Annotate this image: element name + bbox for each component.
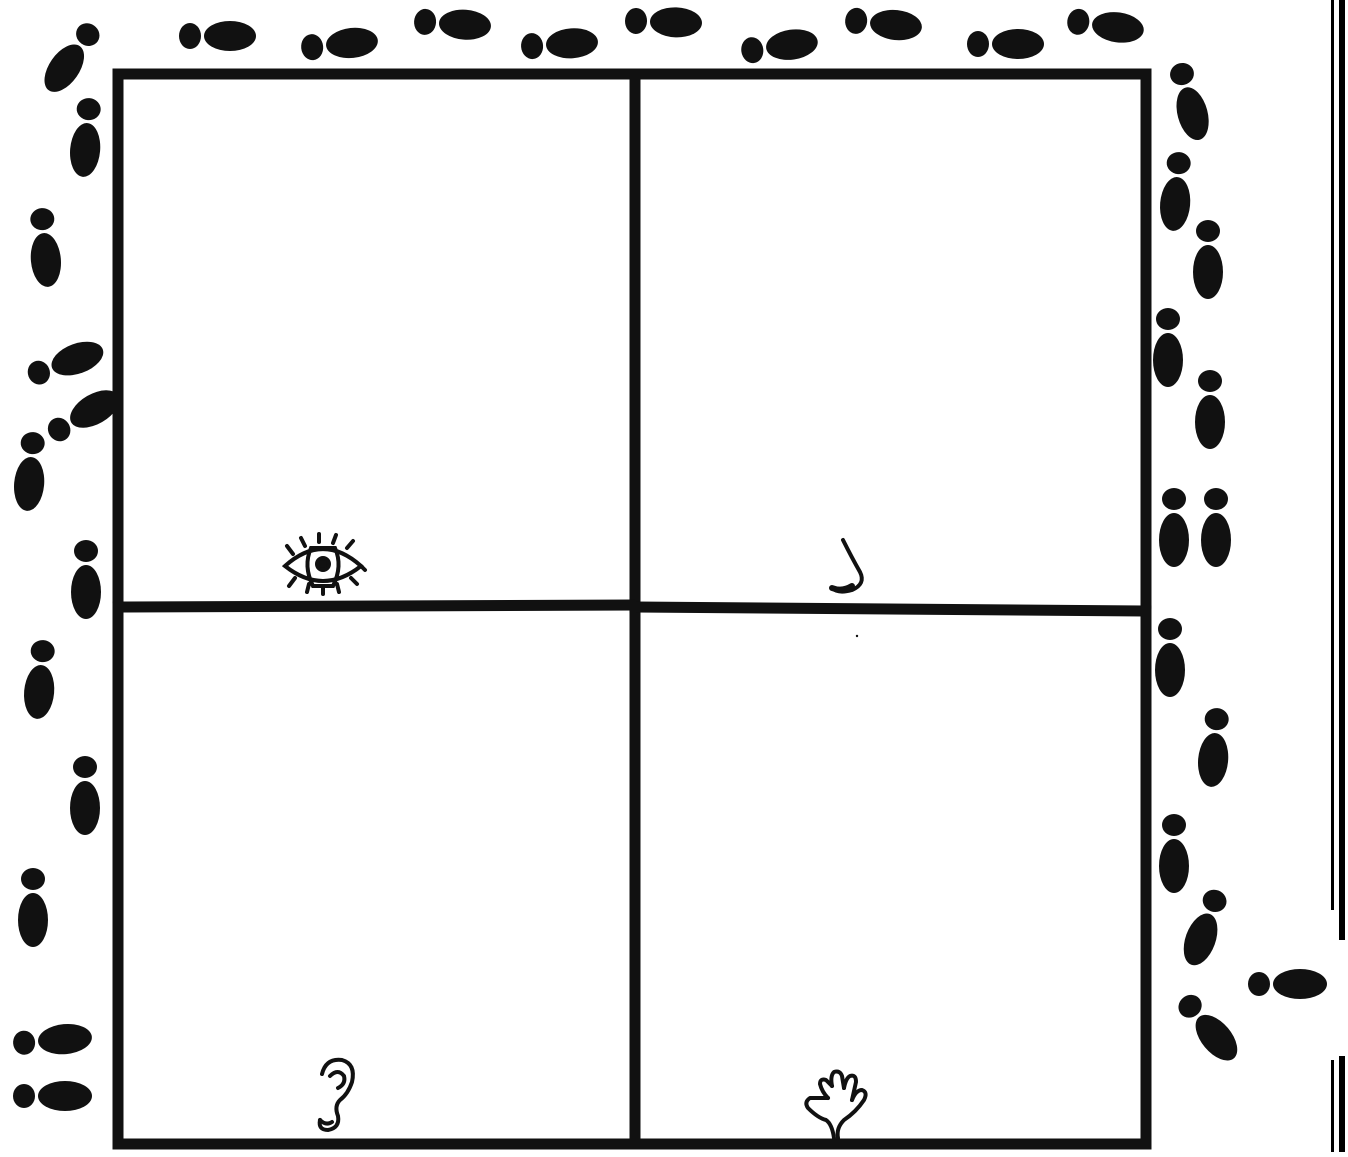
footprint-10 [36, 17, 106, 99]
footprint-12 [26, 207, 63, 288]
footprint-22 [1165, 60, 1214, 144]
footprint-15 [12, 431, 49, 512]
edge-rule-bottom-inner [1339, 1056, 1345, 1152]
footprint-19 [18, 868, 48, 947]
panel-top-right [641, 80, 1140, 604]
horizontal-divider-left [118, 605, 635, 607]
stray-dot [856, 635, 858, 637]
footprint-8 [967, 29, 1044, 59]
footprint-33 [1172, 988, 1246, 1068]
footprint-25 [1153, 308, 1183, 387]
footprint-27 [1159, 488, 1189, 567]
footprint-7 [844, 5, 924, 43]
footprint-31 [1159, 814, 1189, 893]
footprint-20 [12, 1022, 93, 1059]
footprint-18 [70, 756, 100, 835]
footprint-9 [1065, 5, 1145, 45]
footprint-11 [68, 97, 105, 178]
footprint-3 [413, 6, 492, 41]
edge-rule-top-outer [1331, 0, 1334, 910]
panel-bottom-left [124, 613, 630, 1138]
footprint-5 [625, 6, 703, 39]
edge-rule-bottom-outer [1331, 1060, 1334, 1152]
footprint-30 [1196, 707, 1233, 788]
edge-rule-top-inner [1339, 0, 1345, 940]
footprint-17 [22, 639, 59, 720]
footprint-1 [179, 21, 256, 51]
footprint-16 [71, 540, 101, 619]
footprint-4 [520, 27, 599, 62]
horizontal-divider-right [635, 607, 1146, 611]
footprint-24 [1193, 220, 1223, 299]
footprint-26 [1195, 370, 1225, 449]
footprint-13 [23, 335, 107, 390]
panel-top-left [124, 80, 630, 600]
panel-bottom-right [641, 617, 1140, 1138]
footprint-21 [13, 1081, 92, 1111]
footprint-6 [739, 26, 819, 66]
footprint-32 [1177, 885, 1232, 969]
footprint-2 [300, 25, 380, 63]
footprint-23 [1158, 151, 1195, 232]
footprint-28 [1201, 488, 1231, 567]
footprint-34 [1248, 969, 1327, 999]
footprint-29 [1155, 618, 1185, 697]
